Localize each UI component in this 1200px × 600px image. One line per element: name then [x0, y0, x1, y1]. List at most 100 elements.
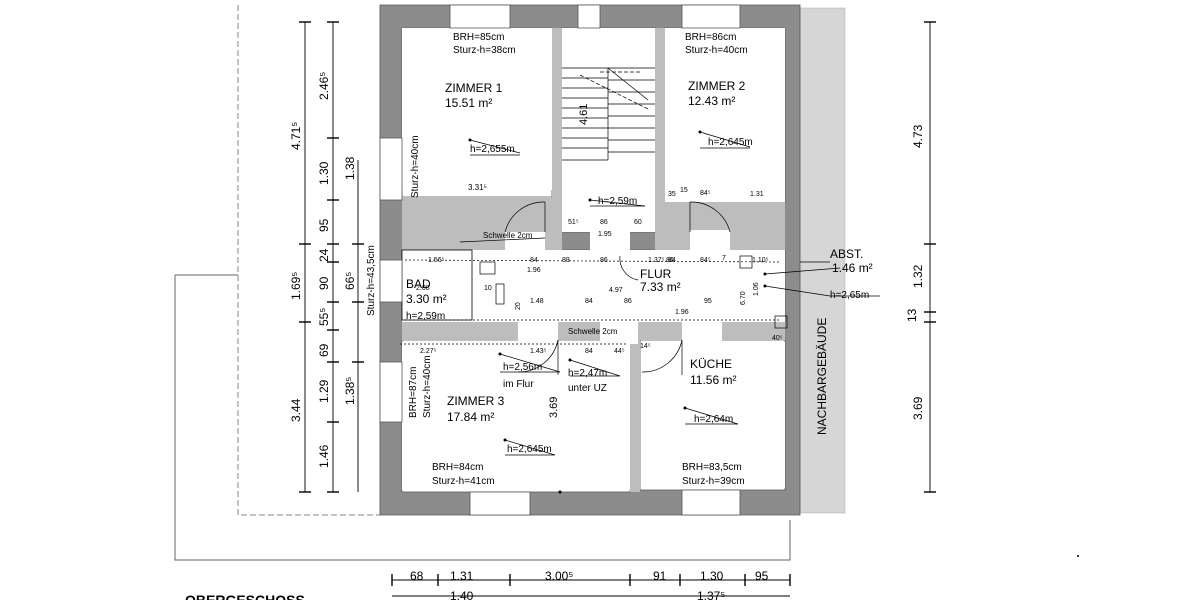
flur-area: 7.33 m²: [640, 280, 681, 294]
stair-height: h=2,59m: [598, 196, 637, 207]
dim-small: 1.31: [750, 191, 764, 198]
bad-name: BAD: [406, 277, 431, 291]
zimmer3-sturz: Sturz-h=41cm: [432, 476, 495, 487]
dim-label: 1.46: [317, 444, 331, 468]
zimmer2-name: ZIMMER 2: [688, 79, 746, 93]
dim-label: 1.38: [343, 156, 357, 180]
room-zimmer-1: BRH=85cm Sturz-h=38cm ZIMMER 1 15.51 m² …: [410, 32, 516, 198]
dim-small: 14⁵: [640, 343, 651, 350]
kueche-name: KÜCHE: [690, 357, 732, 371]
room-stair: 4.61 h=2,59m: [578, 104, 637, 207]
dim-label: 68: [410, 569, 424, 583]
dim-small: 84⁵: [700, 257, 711, 264]
dim-label: 69: [317, 343, 331, 357]
zimmer1-sturz-side: Sturz-h=40cm: [410, 135, 421, 198]
dim-label: 2.46⁵: [317, 72, 331, 100]
dim-small: 1.06: [753, 282, 760, 296]
dim-label: 3.00⁵: [545, 569, 573, 583]
dim-small: 44⁵: [614, 348, 625, 355]
bath-fixtures: [479, 255, 788, 329]
wall-z3-kueche: [630, 340, 640, 492]
kueche-sturz: Sturz-h=39cm: [682, 476, 745, 487]
zimmer3-width: 3.69: [548, 397, 560, 418]
zimmer1-height: h=2,655m: [470, 144, 515, 155]
flur-name: FLUR: [640, 267, 672, 281]
dim-label: 24: [317, 248, 331, 262]
dim-small: 1.48: [530, 298, 544, 305]
zimmer3-brh-side: BRH=87cm: [408, 367, 419, 418]
dim-label: 95: [317, 218, 331, 232]
zimmer2-height: h=2,645m: [708, 137, 753, 148]
dim-small: 20: [515, 302, 522, 310]
room-zimmer-2: BRH=86cm Sturz-h=40cm ZIMMER 2 12.43 m² …: [685, 32, 753, 148]
dim-label: 1.31: [450, 569, 474, 583]
staircase: [562, 67, 655, 161]
room-bad: BAD 3.30 m² h=2,59m Sturz-h=43,5cm: [366, 245, 447, 322]
dim-label: 1.37⁵: [697, 589, 725, 600]
dim-small: 60: [634, 219, 642, 226]
dims-bottom: 68 1.31 3.00⁵ 91 1.30 95 1.40 1.37⁵: [410, 569, 769, 600]
zimmer2-sturz: Sturz-h=40cm: [685, 45, 748, 56]
stair-length: 4.61: [578, 104, 590, 125]
dim-small: 1.37⁵: [648, 257, 665, 264]
flur-height: h=2,56m: [503, 362, 542, 373]
dim-label: 4.73: [911, 124, 925, 148]
dims-left-outer: 4.71⁵ 1.69⁵ 3.44: [289, 122, 303, 422]
zimmer2-brh: BRH=86cm: [685, 32, 736, 43]
dim-label: 1.32: [911, 264, 925, 288]
flur-height2: h=2,47m: [568, 368, 607, 379]
dim-small: 84⁵: [700, 190, 711, 197]
dim-label: 90: [317, 276, 331, 290]
dim-small: 2.08: [416, 285, 430, 292]
door-swings: [504, 201, 731, 375]
room-zimmer-3: BRH=87cm Sturz-h=40cm ZIMMER 3 17.84 m² …: [408, 355, 560, 487]
wall-stair-right: [655, 28, 665, 250]
dim-small: 1.43⁵: [530, 348, 547, 355]
zimmer1-dim: 3.31⁵: [468, 183, 487, 192]
dims-right: 4.73 1.32 13 3.69: [905, 124, 925, 420]
dim-small: 89: [562, 257, 570, 264]
dim-small: 84: [585, 298, 593, 305]
dim-small: 10: [484, 285, 492, 292]
dim-small: 1.96: [675, 309, 689, 316]
dims-left-inner: 1.38 66⁵ 1.38⁵: [343, 156, 357, 405]
zimmer3-sturz-side: Sturz-h=40cm: [422, 355, 433, 418]
leader-lines: [400, 131, 880, 456]
dim-small: 1.96: [527, 267, 541, 274]
wall-stair-left: [552, 28, 562, 250]
bad-sturz-side: Sturz-h=43,5cm: [366, 245, 377, 316]
windows: [379, 4, 741, 516]
neighbor-label: NACHBARGEBÄUDE: [815, 318, 829, 435]
dims-interior: 1.56⁵ 2.08 10 1.48 84 84 86 95 1.96 1.96…: [416, 187, 783, 355]
flur-height2-note: unter UZ: [568, 383, 607, 394]
kueche-height: h=2,64m: [694, 414, 733, 425]
dimension-lines: [304, 22, 931, 597]
dim-small: 1.10⁵: [752, 257, 769, 264]
flur-schwelle-bottom: Schwelle 2cm: [568, 327, 618, 336]
dim-label: 55⁵: [317, 308, 331, 326]
zimmer2-area: 12.43 m²: [688, 94, 735, 108]
kueche-brh: BRH=83,5cm: [682, 462, 742, 473]
dim-label: 4.71⁵: [289, 122, 303, 150]
dim-small: 86: [624, 298, 632, 305]
dim-label: 1.40: [450, 589, 474, 600]
abst-area: 1.46 m²: [832, 261, 873, 275]
dim-small: 35: [668, 191, 676, 198]
dim-small: 4.97: [609, 287, 623, 294]
dim-label: 3.69: [911, 396, 925, 420]
zimmer1-area: 15.51 m²: [445, 96, 492, 110]
dim-small: 51⁵: [568, 219, 579, 226]
dim-small: 84: [668, 257, 676, 264]
dim-label: 95: [755, 569, 769, 583]
dim-label: 1.30: [317, 161, 331, 185]
dim-label: 1.69⁵: [289, 272, 303, 300]
zimmer1-brh: BRH=85cm: [453, 32, 504, 43]
bad-area: 3.30 m²: [406, 292, 447, 306]
balcony-outline: [237, 5, 380, 516]
bad-height: h=2,59m: [406, 311, 445, 322]
dim-small: 7: [722, 255, 726, 262]
dim-small: 1.56⁵: [428, 257, 445, 264]
terrace-outline: [174, 275, 791, 561]
dimension-ticks: [299, 21, 936, 586]
